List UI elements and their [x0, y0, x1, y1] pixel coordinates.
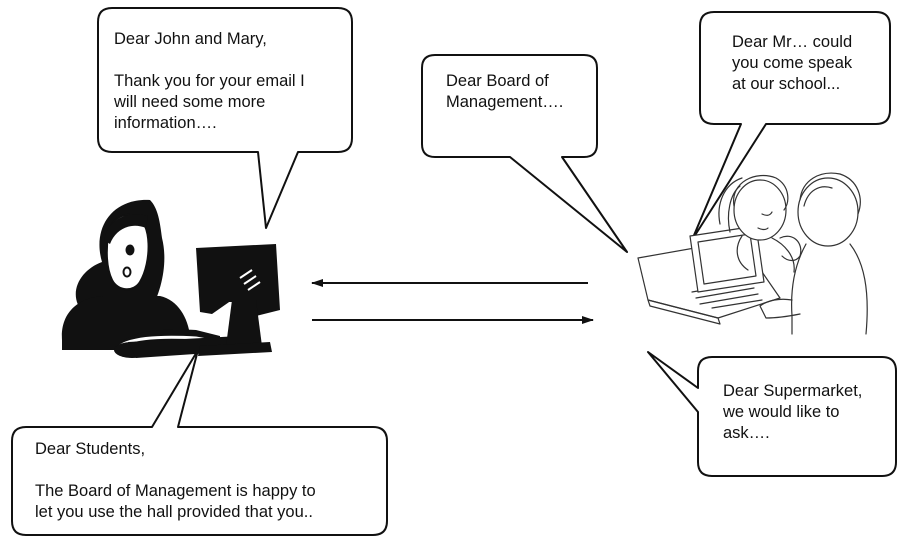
bubble-line: Management….	[446, 93, 564, 111]
person-at-computer-icon	[61, 199, 280, 358]
bubble-line: we would like to	[723, 403, 840, 421]
bubble-line: Dear Supermarket,	[723, 382, 863, 400]
speech-bubble-supermarket	[647, 351, 897, 477]
bubble-line: ask….	[723, 424, 770, 442]
speech-bubble-students	[11, 349, 388, 536]
bubble-text-students: Dear Students, The Board of Management i…	[35, 439, 316, 523]
bubble-line: Thank you for your email I	[114, 72, 305, 90]
children-with-laptop-icon	[637, 172, 868, 335]
bubble-line: Dear Students,	[35, 440, 146, 458]
bubble-text-speaker: Dear Mr… could you come speak at our sch…	[732, 32, 852, 95]
bubble-line: Dear Mr… could	[732, 33, 853, 51]
bubble-line: will need some more	[114, 93, 266, 111]
bubble-text-teacher: Dear John and Mary, Thank you for your e…	[114, 29, 305, 134]
bubble-line	[35, 460, 316, 481]
bubble-line	[114, 50, 305, 71]
speech-bubble-teacher	[97, 7, 353, 229]
bubble-line: The Board of Management is happy to	[35, 482, 316, 500]
bubble-text-supermarket: Dear Supermarket, we would like to ask….	[723, 381, 862, 444]
bubble-line: Dear John and Mary,	[114, 30, 267, 48]
bubble-text-board: Dear Board of Management….	[446, 71, 563, 113]
bubble-line: you come speak	[732, 54, 853, 72]
bubble-line: information….	[114, 114, 217, 132]
speech-bubble-speaker	[691, 11, 891, 241]
speech-bubble-board	[421, 54, 628, 253]
bubble-line: at our school...	[732, 75, 841, 93]
bubble-line: let you use the hall provided that you..	[35, 503, 313, 521]
bubble-line: Dear Board of	[446, 72, 549, 90]
